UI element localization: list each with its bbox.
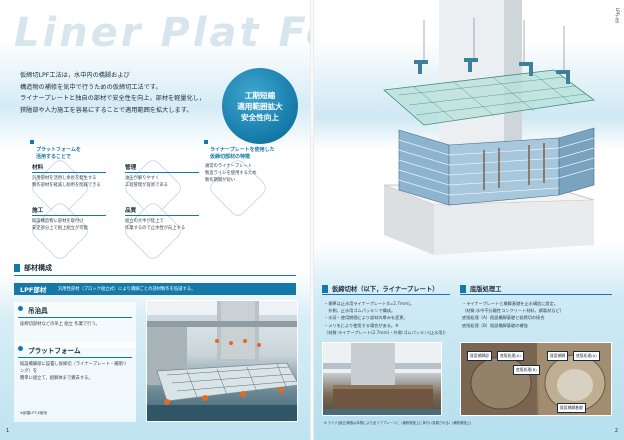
liner-photo-illustration xyxy=(323,343,441,415)
card-text-line: 既設橋脚部に設置し仮締切（ライナープレート・補剛リング）を xyxy=(20,362,128,374)
photo-tag: 底版処理(A) xyxy=(573,351,600,361)
feature-text: 製作期間が短い xyxy=(205,178,236,183)
side-tag: LPF工法 xyxy=(615,8,620,23)
list-item: ・ライナープレートと橋脚基礎を止水構造に設定。 xyxy=(462,301,558,306)
photo-caption: ※ ライナ(部正/構造は本物により全リブプレートに（補修実施上に事行い設置される… xyxy=(324,421,472,425)
card-text: 抜柳切部材などの吊上 組立 作業で行う。 xyxy=(20,322,100,327)
section-marker xyxy=(460,285,466,293)
section-header-base: 底版処理工 xyxy=(460,283,612,295)
intro-line: ライナープレートと独自の部材で安全性を向上，部材を軽量化し， xyxy=(20,95,206,102)
feature-group-line: ライナープレートを使用した xyxy=(210,147,275,153)
lpf-description: 汎用性部材（ブロック組立式）により橋脚ごとの部材製作を低減する。 xyxy=(58,287,196,292)
platform-photo-illustration xyxy=(147,301,297,421)
feature-text: 製作部材を軽減し耐用を削減できる xyxy=(32,183,101,188)
base-spec-list: ・ライナープレートと橋脚基礎を止水構造に設定。 （材質:水中不分離性コンクリート… xyxy=(462,300,614,329)
feature-group-line: 仮締切部材の特徴 xyxy=(210,154,251,160)
page-title: Liner Plat Form xyxy=(14,10,310,56)
liner-photo xyxy=(322,342,442,416)
list-item: 底版処理（A）既設橋脚基礎と仮締切の接合 xyxy=(462,315,545,321)
badge-line: 安全性向上 xyxy=(241,112,279,122)
liner-spec-list: ・標準は止水用ライナープレート(t=2.7mm)。 外側，止水用ゴムパッキンで構… xyxy=(324,300,452,336)
intro-line: 構造物の補修を気中で行うための仮締切工法です。 xyxy=(20,83,162,91)
feature-text: 作業するので止水性が向上する xyxy=(125,226,186,231)
feature-text: 汎用部材を活用し余長を発生する xyxy=(32,176,97,181)
photo-tag: 既設橋脚 xyxy=(547,351,569,361)
photo-tag: 底版処理(A) xyxy=(497,351,524,361)
feature-title: 施工 xyxy=(32,206,106,216)
card-note: ※創建LPT-X使用 xyxy=(20,411,47,415)
section-marker xyxy=(322,285,328,293)
feature-text: 製造ラインを使用するため xyxy=(205,171,257,176)
feature-tile-liner: 通常のライナープレート 製造ラインを使用するため 製作期間が短い xyxy=(205,163,293,205)
list-item: ・水深・使用期間により部材の厚みを変更。 xyxy=(324,315,408,321)
platform-card: プラットフォーム 既設橋脚部に設置し仮締切（ライナープレート・補剛リング）を 簡… xyxy=(14,342,136,422)
feature-group-heading: プラットフォームを 活用することで xyxy=(30,140,81,161)
feature-text: 組立の大半が陸上で xyxy=(125,219,164,224)
feature-text: 安定部分上で組上組立が可能 xyxy=(32,226,88,231)
feature-text: 工程管理が容易である xyxy=(125,183,168,188)
feature-tile-material: 材料 汎用部材を活用し余長を発生する 製作部材を軽減し耐用を削減できる xyxy=(32,163,120,205)
list-item: ・メリをにより使用する場合がある。※ xyxy=(324,322,399,328)
feature-text: 油圧が解りやすく xyxy=(125,176,160,181)
section-label: 部材構成 xyxy=(24,264,52,272)
section-header: 部材構成 xyxy=(14,262,296,276)
section-marker xyxy=(14,264,20,272)
platform-photo xyxy=(146,300,298,422)
feature-group-heading: ライナープレートを使用した 仮締切部材の特徴 xyxy=(204,140,294,161)
list-item: 底版処理（B）既設橋脚基礎の補強 xyxy=(462,322,528,328)
feature-tile-quality: 品質 組立の大半が陸上で 作業するので止水性が向上する xyxy=(125,206,213,248)
section-label: 仮締切材（以下，ライナープレート） xyxy=(332,286,439,293)
card-text-line: 簡単に組立て，組解体まで撤去する。 xyxy=(20,376,93,381)
photo-tag: 既設橋脚基礎 xyxy=(557,403,586,413)
feature-group-line: プラットフォームを xyxy=(36,147,81,153)
photo-tag: 底版処理(B) xyxy=(513,365,540,375)
badge-line: 工期短縮 xyxy=(244,90,276,100)
lifting-jig-card: 吊治具 抜柳切部材などの吊上 組立 作業で行う。 xyxy=(14,302,136,348)
page-gutter xyxy=(310,0,314,440)
feature-group-line: 活用することで xyxy=(36,154,71,160)
intro-text: 仮締切LPF工法は，水中内の橋脚および 構造物の補修を気中で行うための仮締切工法… xyxy=(20,70,230,116)
section-label: 底版処理工 xyxy=(470,286,502,293)
intro-line: 仮締切LPF工法は，水中内の橋脚および xyxy=(20,72,130,79)
left-page: Liner Plat Form 仮締切LPF工法は，水中内の橋脚および 構造物の… xyxy=(0,0,310,440)
card-title: 吊治具 xyxy=(18,302,132,318)
feature-title: 品質 xyxy=(125,206,199,216)
intro-line: 狭隘部や人力施工を容易にすることで適用範囲を拡大します。 xyxy=(20,106,193,114)
feature-text: 通常のライナープレート xyxy=(205,164,252,169)
feature-title: 管理 xyxy=(125,163,199,173)
feature-tile-construction: 施工 既設構造物に部材を取付け 安定部分上で組上組立が可能 xyxy=(32,206,120,248)
list-item: 外側，止水用ゴムパッキンで構成。 xyxy=(324,308,396,314)
feature-tile-management: 管理 油圧が解りやすく 工程管理が容易である xyxy=(125,163,213,205)
lpf-key: LPF部材 xyxy=(20,286,47,294)
base-treatment-photo: 既設橋脚部 底版処理(A) 底版処理(B) 既設橋脚 底版処理(A) 既設橋脚基… xyxy=(460,342,612,416)
list-item: （材質:ライナープレート(2.7mm)・外側:ゴムパッキン(止水用)） xyxy=(324,329,449,335)
right-page: Liner Plat Form LPF工法 xyxy=(314,0,624,440)
list-item: （材質:水中不分離性コンクリート材料，鋼製材など） xyxy=(462,308,564,314)
benefit-badge: 工期短縮 適用範囲拡大 安全性向上 xyxy=(222,68,298,144)
photo-tag: 既設橋脚部 xyxy=(467,351,492,361)
feature-title: 材料 xyxy=(32,163,106,173)
structure-diagram xyxy=(383,0,596,255)
badge-line: 適用範囲拡大 xyxy=(237,101,283,111)
list-item: ・標準は止水用ライナープレート(t=2.7mm)。 xyxy=(324,301,414,306)
section-header-liner: 仮締切材（以下，ライナープレート） xyxy=(322,283,450,295)
feature-text: 既設構造物に部材を取付け xyxy=(32,219,84,224)
lpf-banner: LPF部材 汎用性部材（ブロック組立式）により橋脚ごとの部材製作を低減する。 xyxy=(14,283,296,295)
page-number: 2 xyxy=(614,428,618,434)
card-title: プラットフォーム xyxy=(18,342,132,358)
card-text: 既設橋脚部に設置し仮締切（ライナープレート・補剛リング）を 簡単に組立て，組解体… xyxy=(14,358,136,385)
page-number: 1 xyxy=(6,428,10,434)
